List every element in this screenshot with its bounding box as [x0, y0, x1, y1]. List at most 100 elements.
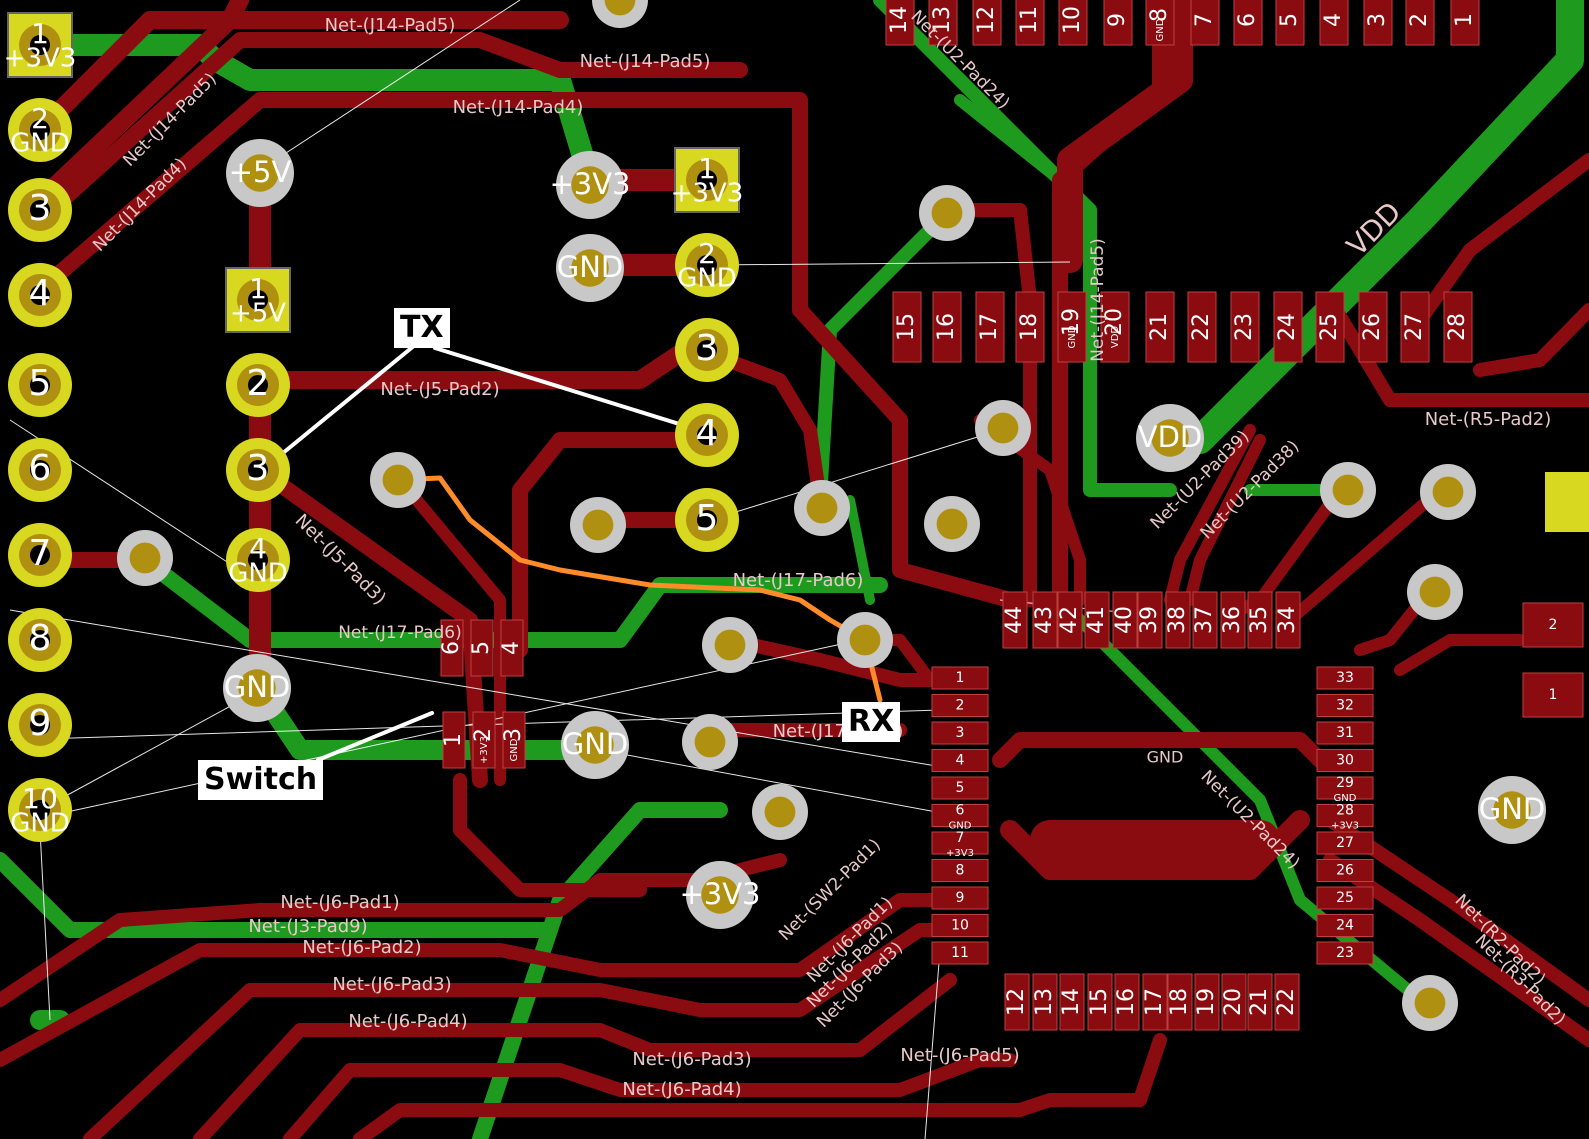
net-via-16[interactable]	[1402, 975, 1458, 1031]
j9-pin-3[interactable]: 3	[675, 318, 739, 382]
power-via-2[interactable]: +3V3	[549, 151, 631, 219]
module-top-pin-28[interactable]: 28	[1443, 291, 1473, 363]
module-top-pin-16[interactable]: 16	[932, 291, 962, 363]
power-via-3[interactable]: GND	[556, 234, 624, 302]
module-top-pin-23[interactable]: 23	[1230, 291, 1260, 363]
module-bottom-pin-21[interactable]: 21	[1247, 973, 1273, 1031]
chip-right-pin-28[interactable]: 28+3V3	[1316, 803, 1374, 832]
left-header-pin-5[interactable]: 5	[8, 353, 72, 417]
chip-right-pin-24[interactable]: 24	[1316, 914, 1374, 937]
chip-left-pin-4[interactable]: 4	[931, 749, 989, 772]
module-top-pin-18[interactable]: 18	[1015, 291, 1045, 363]
power-via-6[interactable]: +3V3	[679, 861, 761, 929]
module-topright-pin-1[interactable]: 1	[1450, 0, 1480, 46]
module-bottom-pin-14[interactable]: 14	[1059, 973, 1085, 1031]
left-header-pin-9[interactable]: 9	[8, 693, 72, 757]
module-mid-pin-44[interactable]: 44	[1002, 591, 1028, 649]
net-via-2[interactable]	[117, 530, 173, 586]
module-mid-pin-36[interactable]: 36	[1220, 591, 1246, 649]
left-header-pin-7[interactable]: 7	[8, 523, 72, 587]
chip-left-pin-7[interactable]: 7+3V3	[931, 830, 989, 859]
power-via-5[interactable]: GND	[561, 711, 629, 779]
j5-pin-1[interactable]: 1+5V	[225, 267, 291, 333]
chip-left-pin-9[interactable]: 9	[931, 886, 989, 910]
left-header-pin-8[interactable]: 8	[8, 608, 72, 672]
j5-pin-3[interactable]: 3	[226, 438, 290, 502]
module-top-pin-26[interactable]: 26	[1358, 291, 1388, 363]
net-via-5[interactable]	[702, 617, 758, 673]
chip-right-pin-26[interactable]: 26	[1316, 859, 1374, 882]
net-via-3[interactable]	[370, 452, 426, 508]
module-topright-pin-9[interactable]: 9	[1103, 0, 1133, 46]
left-header-pin-4[interactable]: 4	[8, 263, 72, 327]
module-topright-pin-10[interactable]: 10	[1058, 0, 1088, 46]
chip-left-pin-5[interactable]: 5	[931, 776, 989, 800]
chip-right-pin-33[interactable]: 33	[1316, 666, 1374, 690]
left-header-pin-6[interactable]: 6	[8, 438, 72, 502]
net-via-4[interactable]	[570, 497, 626, 553]
module-topright-pin-13[interactable]: 13	[928, 0, 958, 46]
right-edge-pad-2[interactable]: 2	[1522, 602, 1584, 648]
chip-right-pin-27[interactable]: 27	[1316, 831, 1374, 855]
module-bottom-pin-16[interactable]: 16	[1114, 973, 1140, 1031]
switch-pad-4[interactable]: 4	[499, 619, 524, 677]
module-top-pin-27[interactable]: 27	[1400, 291, 1430, 363]
chip-right-pin-31[interactable]: 31	[1316, 721, 1374, 745]
left-header-pin-3[interactable]: 3	[8, 178, 72, 242]
module-mid-pin-35[interactable]: 35	[1247, 591, 1273, 649]
j5-pin-2[interactable]: 2	[226, 353, 290, 417]
module-top-pin-17[interactable]: 17	[975, 291, 1005, 363]
chip-left-pin-10[interactable]: 10	[931, 914, 989, 937]
module-top-pin-25[interactable]: 25	[1315, 291, 1345, 363]
small-pad-2[interactable]: 2+3V3	[471, 711, 496, 769]
module-mid-pin-40[interactable]: 40	[1112, 591, 1138, 649]
chip-right-pin-25[interactable]: 25	[1316, 886, 1374, 910]
module-topright-pin-11[interactable]: 11	[1015, 0, 1045, 46]
module-mid-pin-34[interactable]: 34	[1275, 591, 1301, 649]
module-mid-pin-39[interactable]: 39	[1137, 591, 1163, 649]
module-topright-pin-5[interactable]: 5	[1275, 0, 1305, 46]
j9-pin-5[interactable]: 5	[675, 488, 739, 552]
j9-pin-1[interactable]: 1+3V3	[671, 147, 744, 213]
module-bottom-pin-19[interactable]: 19	[1194, 973, 1220, 1031]
chip-left-pin-2[interactable]: 2	[931, 694, 989, 717]
chip-right-pin-32[interactable]: 32	[1316, 694, 1374, 717]
chip-left-pin-3[interactable]: 3	[931, 721, 989, 745]
power-via-1[interactable]: +5V	[226, 139, 294, 207]
chip-right-pin-23[interactable]: 23	[1316, 941, 1374, 965]
module-topright-pin-3[interactable]: 3	[1363, 0, 1393, 46]
net-via-8[interactable]	[752, 784, 808, 840]
net-via-11[interactable]	[975, 400, 1031, 456]
module-bottom-pin-18[interactable]: 18	[1167, 973, 1193, 1031]
module-topright-pin-12[interactable]: 12	[972, 0, 1002, 46]
module-topright-pin-4[interactable]: 4	[1319, 0, 1349, 46]
module-bottom-pin-22[interactable]: 22	[1274, 973, 1300, 1031]
net-via-10[interactable]	[919, 185, 975, 241]
net-via-6[interactable]	[837, 612, 893, 668]
chip-left-pin-8[interactable]: 8	[931, 859, 989, 882]
module-bottom-pin-15[interactable]: 15	[1087, 973, 1113, 1031]
module-top-pin-22[interactable]: 22	[1187, 291, 1217, 363]
net-via-15[interactable]	[1407, 564, 1463, 620]
module-topright-pin-2[interactable]: 2	[1405, 0, 1435, 46]
module-topright-pin-7[interactable]: 7	[1190, 0, 1220, 46]
power-via-8[interactable]: GND	[1478, 776, 1546, 844]
net-via-14[interactable]	[1420, 464, 1476, 520]
module-mid-pin-43[interactable]: 43	[1032, 591, 1058, 649]
net-via-9[interactable]	[794, 480, 850, 536]
chip-right-pin-30[interactable]: 30	[1316, 749, 1374, 772]
module-mid-pin-41[interactable]: 41	[1084, 591, 1110, 649]
left-header-pin-1[interactable]: 1+3V3	[4, 12, 77, 78]
power-via-4[interactable]: GND	[223, 654, 291, 722]
module-bottom-pin-17[interactable]: 17	[1142, 973, 1168, 1031]
module-top-pin-24[interactable]: 24	[1273, 291, 1303, 363]
